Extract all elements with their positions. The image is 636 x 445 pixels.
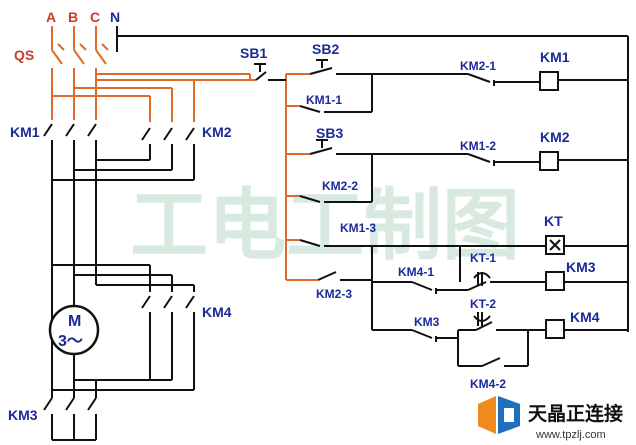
control-orange-wiring <box>249 73 318 281</box>
km3-main-label: KM3 <box>8 407 38 423</box>
coil-km3-label: KM3 <box>566 259 596 275</box>
km1-main-label: KM1 <box>10 124 40 140</box>
km1-1-contact <box>299 74 373 113</box>
kt-1-label: KT-1 <box>470 251 496 265</box>
brand-url: www.tpzlj.com <box>535 429 606 441</box>
km1-1-label: KM1-1 <box>306 93 342 107</box>
km1-2-label: KM1-2 <box>460 139 496 153</box>
motor-label-top: M <box>68 313 81 330</box>
sb1-label: SB1 <box>240 45 267 61</box>
km2-main-label: KM2 <box>202 124 232 140</box>
rung-km2 <box>372 151 628 171</box>
km4-2-label: KM4-2 <box>470 377 506 391</box>
phase-a-label: A <box>46 9 56 25</box>
sb2-button <box>309 59 372 75</box>
brand-name: 天晶正连接 <box>528 402 623 425</box>
coil-km4-label: KM4 <box>570 309 600 325</box>
coil-km2-label: KM2 <box>540 129 570 145</box>
qs-breaker <box>51 26 250 122</box>
km1-3-contact <box>299 239 372 247</box>
kt-2-label: KT-2 <box>470 297 496 311</box>
rung-km4 <box>372 312 628 367</box>
rung-km3 <box>372 271 628 294</box>
coil-km1-label: KM1 <box>540 49 570 65</box>
sb1-stop-button <box>254 63 286 81</box>
km2-2-label: KM2-2 <box>322 179 358 193</box>
sb3-label: SB3 <box>316 125 343 141</box>
km2-3-label: KM2-3 <box>316 287 352 301</box>
phase-b-label: B <box>68 9 78 25</box>
sb2-label: SB2 <box>312 41 339 57</box>
km1-3-label: KM1-3 <box>340 221 376 235</box>
watermark-text: 工电工制图 <box>130 181 520 271</box>
km4-main-label: KM4 <box>202 304 232 320</box>
km3-aux-label: KM3 <box>414 315 440 329</box>
phase-c-label: C <box>90 9 100 25</box>
motor-label-bottom: 3～ <box>58 333 83 350</box>
coil-kt-label: KT <box>544 213 563 229</box>
phase-n-label: N <box>110 9 120 25</box>
km4-1-label: KM4-1 <box>398 265 434 279</box>
rung-kt <box>372 235 628 282</box>
brand-logo <box>478 396 520 434</box>
rung-km1 <box>372 71 628 91</box>
km2-1-label: KM2-1 <box>460 59 496 73</box>
km2-2-contact <box>299 154 373 203</box>
motor: M 3～ <box>48 304 100 356</box>
power-wiring <box>43 123 195 441</box>
sb3-button <box>309 139 372 155</box>
qs-label: QS <box>14 47 34 63</box>
km2-3-contact <box>317 246 373 330</box>
